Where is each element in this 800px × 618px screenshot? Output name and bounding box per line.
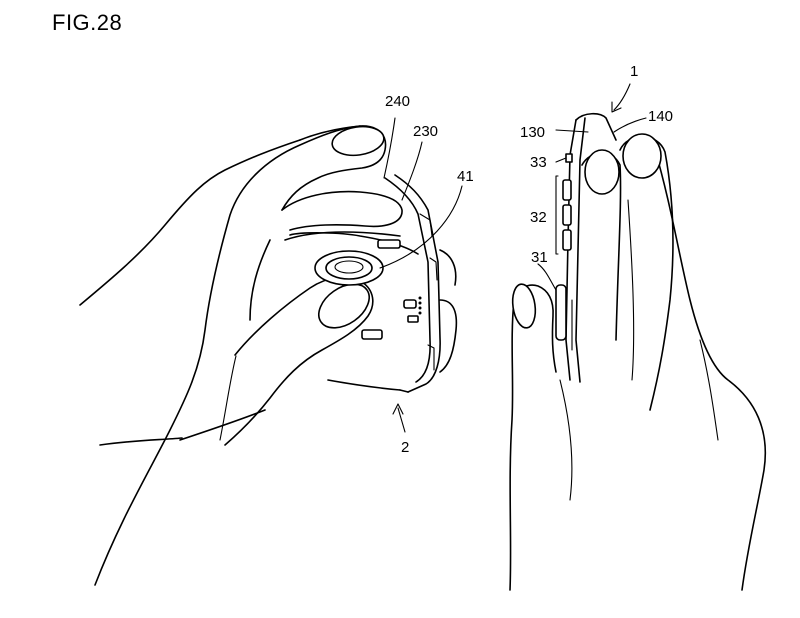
ref-label-140: 140 [648,108,673,125]
ref-label-240: 240 [385,93,410,110]
ref-label-32: 32 [530,209,547,226]
ref-label-1: 1 [630,63,638,80]
ref-label-130: 130 [520,124,545,141]
figure-title: FIG.28 [52,10,123,35]
leader-lines [379,83,647,433]
left-hand-illustration [79,125,403,586]
ref-label-41: 41 [457,168,474,185]
controller-2-body [289,174,458,393]
right-hand-illustration [509,133,767,591]
ref-label-33: 33 [530,154,547,171]
ref-label-31: 31 [531,249,548,266]
ref-label-230: 230 [413,123,438,140]
ref-label-2: 2 [401,439,409,456]
device-1-body [555,112,617,383]
